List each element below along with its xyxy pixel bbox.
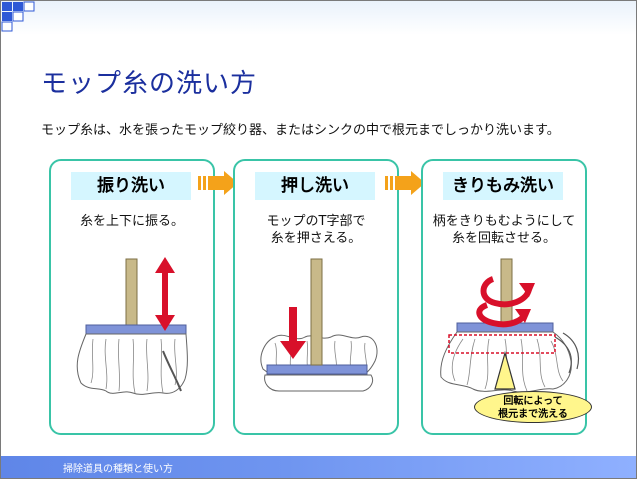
page-title: モップ糸の洗い方 bbox=[41, 69, 258, 99]
method-description: 糸を上下に振る。 bbox=[79, 214, 184, 229]
method-label: 振り洗い bbox=[71, 172, 191, 200]
rotation-callout: 回転によって 根元まで洗える bbox=[474, 391, 592, 423]
method-card-press: 押し洗い モップのT字部で 糸を押さえる。 bbox=[233, 159, 399, 435]
down-arrow-icon bbox=[280, 307, 306, 359]
flow-arrow-icon bbox=[198, 171, 238, 195]
method-description: モップのT字部で 糸を押さえる。 bbox=[266, 214, 366, 246]
corner-squares-icon bbox=[1, 1, 35, 32]
method-description: 柄をきりもむようにして 糸を回転させる。 bbox=[432, 214, 576, 246]
footer-bar: 掃除道具の種類と使い方 bbox=[1, 456, 636, 478]
rotate-arrow-icon bbox=[476, 276, 535, 328]
method-card-twist: きりもみ洗い 柄をきりもむようにして 糸を回転させる。 bbox=[421, 159, 587, 435]
up-down-arrow-icon bbox=[155, 257, 175, 331]
page-subtitle: モップ糸は、水を張ったモップ絞り器、またはシンクの中で根元までしっかり洗います。 bbox=[41, 123, 560, 138]
method-label: 押し洗い bbox=[255, 172, 375, 200]
method-label: きりもみ洗い bbox=[443, 172, 563, 200]
method-card-shake: 振り洗い 糸を上下に振る。 bbox=[49, 159, 215, 435]
flow-arrow-icon bbox=[385, 171, 425, 195]
mop-shake-illustration bbox=[76, 257, 188, 395]
footer-text: 掃除道具の種類と使い方 bbox=[63, 464, 173, 475]
mop-press-illustration bbox=[260, 258, 378, 392]
mop-twist-illustration bbox=[440, 258, 580, 393]
header-bar bbox=[1, 1, 636, 35]
